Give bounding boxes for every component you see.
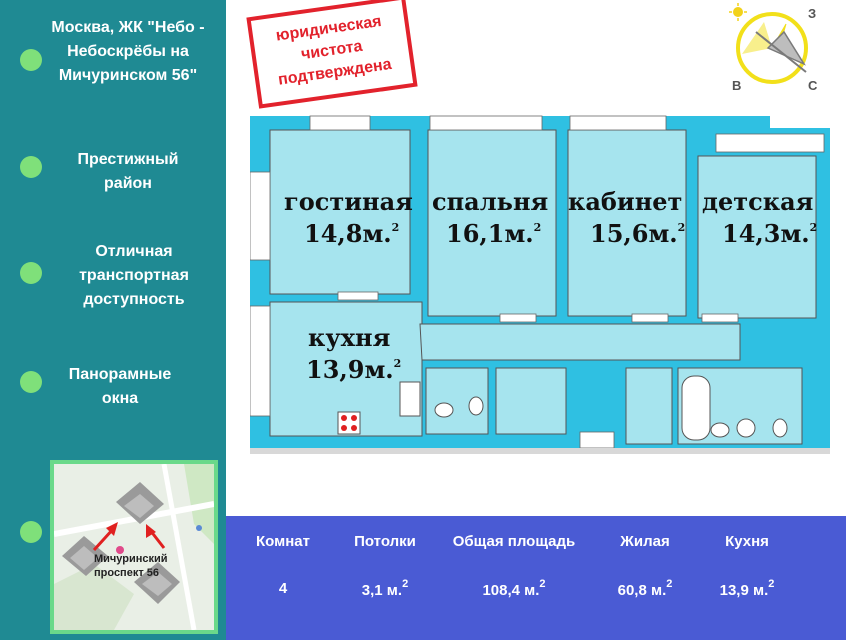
info-kitchen-value: 13,9 м.	[719, 582, 769, 599]
apartment-info-panel: Комнат 4 Потолки 3,1 м.2 Общая площадь 1…	[226, 516, 846, 640]
bullet-dot-1	[20, 49, 42, 71]
room-kids-name: детская	[702, 187, 814, 216]
room-study-name: кабинет	[568, 187, 683, 216]
bullet-dot-3	[20, 262, 42, 284]
feature-windows-line-1: Панорамные	[68, 366, 172, 383]
info-living-value: 60,8 м.	[617, 582, 667, 599]
feature-windows: Панорамные окна	[42, 363, 198, 411]
info-kitchen-sup: 2	[768, 578, 775, 590]
feature-windows-line-2: окна	[101, 390, 139, 407]
sidebar-title-line-1: Москва, ЖК "Небо -	[51, 19, 205, 36]
room-kids-area: 14,3м.	[722, 219, 810, 248]
sidebar-title-line-3: Мичуринском 56"	[58, 67, 198, 84]
feature-transport-line-3: доступность	[83, 291, 185, 308]
bullet-dot-2	[20, 156, 42, 178]
map-label-line-2: проспект 56	[94, 567, 160, 579]
feature-prestige-line-1: Престижный	[77, 151, 179, 168]
room-kitchen: кухня 13,9м.2	[306, 323, 402, 384]
compass: З В С	[728, 2, 828, 98]
feature-transport-line-1: Отличная	[95, 243, 173, 260]
room-living-area: 14,8м.	[304, 219, 392, 248]
feature-transport: Отличная транспортная доступность	[56, 240, 212, 312]
feature-transport-line-2: транспортная	[79, 267, 189, 284]
info-kitchen-header: Кухня	[725, 533, 769, 550]
info-total-area-sup: 2	[539, 578, 546, 590]
room-bedroom: спальня 16,1м.2	[432, 187, 549, 248]
info-total-area-header: Общая площадь	[452, 533, 576, 550]
info-total-area-value: 108,4 м.	[482, 582, 540, 599]
room-study-area: 15,6м.	[590, 219, 678, 248]
compass-label-south: С	[808, 78, 818, 93]
info-living-header: Жилая	[620, 533, 670, 550]
room-bedroom-area: 16,1м.	[446, 219, 534, 248]
legal-purity-stamp: юридическая чистота подтверждена	[246, 0, 418, 109]
sidebar: Москва, ЖК "Небо - Небоскрёбы на Мичурин…	[0, 0, 226, 640]
room-kitchen-area: 13,9м.	[306, 355, 394, 384]
room-kitchen-name: кухня	[308, 323, 391, 352]
info-ceilings-value: 3,1 м.	[361, 582, 403, 599]
info-ceilings-sup: 2	[402, 578, 409, 590]
sidebar-title-line-2: Небоскрёбы на	[67, 43, 189, 60]
sidebar-title: Москва, ЖК "Небо - Небоскрёбы на Мичурин…	[30, 16, 226, 88]
map-graphic	[54, 464, 214, 630]
location-map[interactable]: Мичуринский проспект 56	[50, 460, 218, 634]
room-living-name: гостиная	[284, 187, 413, 216]
floor-plan-drawing	[249, 112, 830, 454]
feature-prestige-line-2: район	[104, 175, 152, 192]
info-living-sup: 2	[666, 578, 673, 590]
compass-label-west: В	[732, 78, 742, 93]
compass-label-north: З	[808, 6, 817, 21]
floor-plan: гостиная 14,8м.2 спальня 16,1м.2 кабинет…	[249, 112, 830, 456]
map-label-line-1: Мичуринский	[94, 553, 168, 565]
map-label: Мичуринский проспект 56	[94, 552, 168, 580]
info-rooms-value: 4	[278, 580, 288, 597]
bullet-dot-5	[20, 521, 42, 543]
info-ceilings-header: Потолки	[354, 533, 416, 550]
room-kids: детская 14,3м.2	[702, 187, 818, 248]
room-bedroom-name: спальня	[432, 187, 549, 216]
room-study: кабинет 15,6м.2	[568, 187, 686, 248]
info-rooms-header: Комнат	[256, 533, 310, 550]
compass-rose-icon	[729, 3, 808, 84]
bullet-dot-4	[20, 371, 42, 393]
feature-prestige: Престижный район	[50, 148, 206, 196]
room-living: гостиная 14,8м.2	[284, 187, 413, 248]
